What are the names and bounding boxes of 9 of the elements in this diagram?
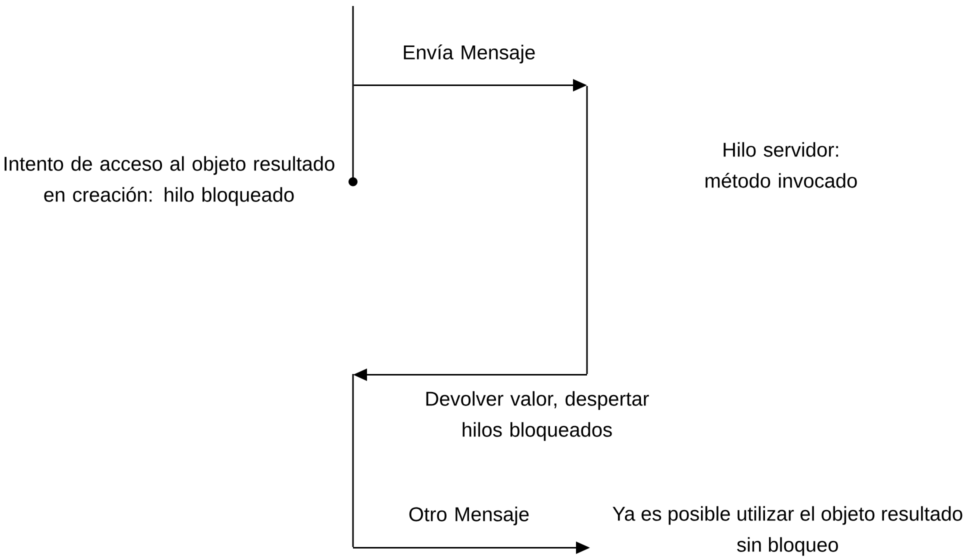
thread-label: Intento de acceso al objeto resultado en creación: hilo bloqueado bbox=[4, 156, 334, 206]
thread-line bbox=[352, 373, 354, 548]
edge-label: Otro Mensaje bbox=[409, 506, 529, 526]
note-text: Ya es posible utilizar el objeto resultado sin bloqueo bbox=[612, 506, 962, 556]
edge-label: Envía Mensaje bbox=[404, 44, 535, 64]
thread-line bbox=[348, 5, 358, 186]
thread-label: Hilo servidor: método invocado bbox=[706, 142, 857, 188]
edge-label: Devolver valor, despertar hilos bloqueados bbox=[426, 391, 649, 441]
thread-line bbox=[586, 85, 588, 375]
